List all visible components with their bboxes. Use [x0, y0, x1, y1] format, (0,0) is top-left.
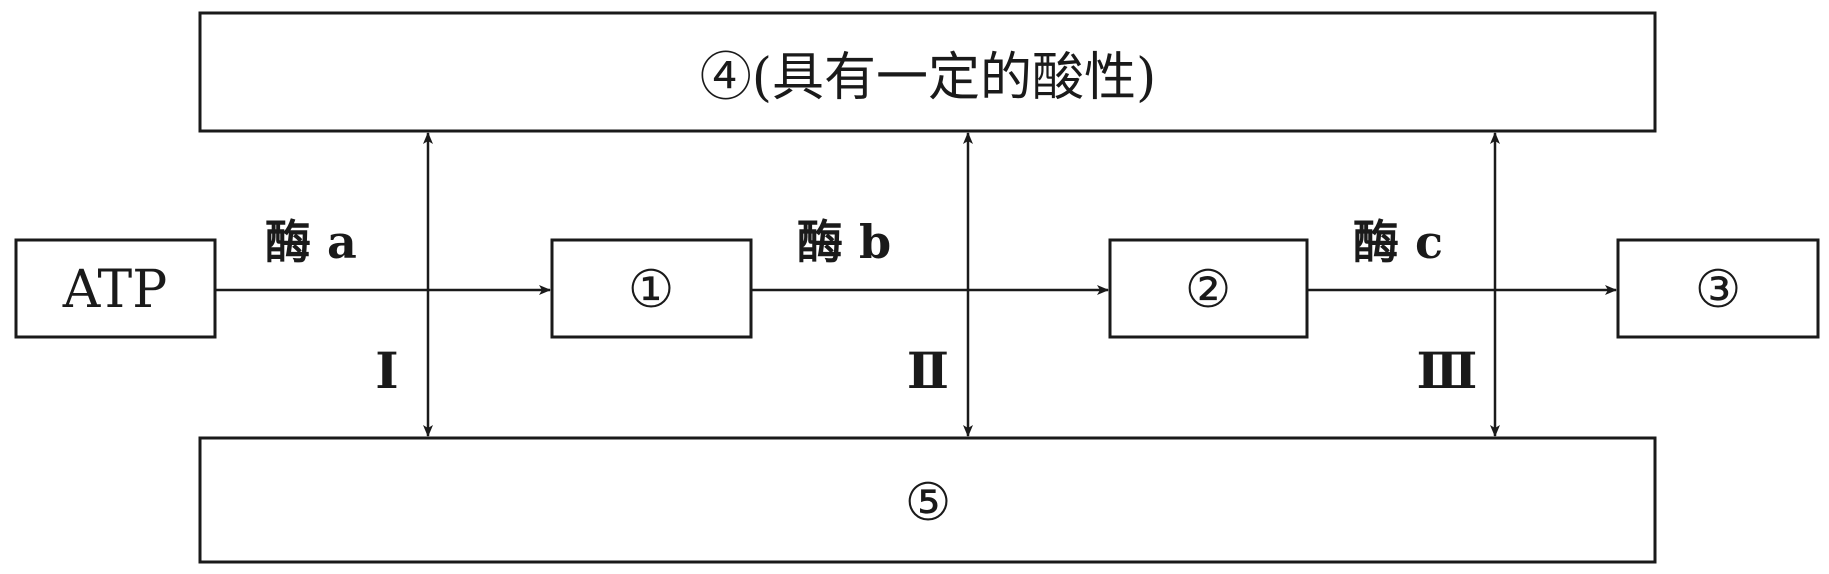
exchange-label-2: Ⅱ	[907, 341, 949, 400]
enzyme-c-label: 酶 c	[1353, 215, 1443, 269]
exchange-label-1: Ⅰ	[375, 341, 398, 400]
top-box: ④(具有一定的酸性)	[198, 11, 1657, 133]
bottom-box-label: ⑤	[905, 473, 952, 533]
node-3-label: ③	[1695, 260, 1742, 320]
node-2-box: ②	[1108, 238, 1309, 339]
node-3-box: ③	[1616, 238, 1820, 339]
node-1-box: ①	[550, 238, 753, 339]
bottom-box: ⑤	[198, 436, 1657, 564]
enzyme-a-label: 酶 a	[265, 215, 357, 269]
enzyme-b-label: 酶 b	[797, 215, 891, 269]
node-1-label: ①	[628, 260, 675, 320]
exchange-label-3: Ⅲ	[1417, 341, 1478, 400]
atp-label: ATP	[62, 260, 167, 320]
top-box-label: ④(具有一定的酸性)	[700, 48, 1157, 108]
atp-box: ATP	[14, 238, 217, 339]
node-2-label: ②	[1185, 260, 1232, 320]
